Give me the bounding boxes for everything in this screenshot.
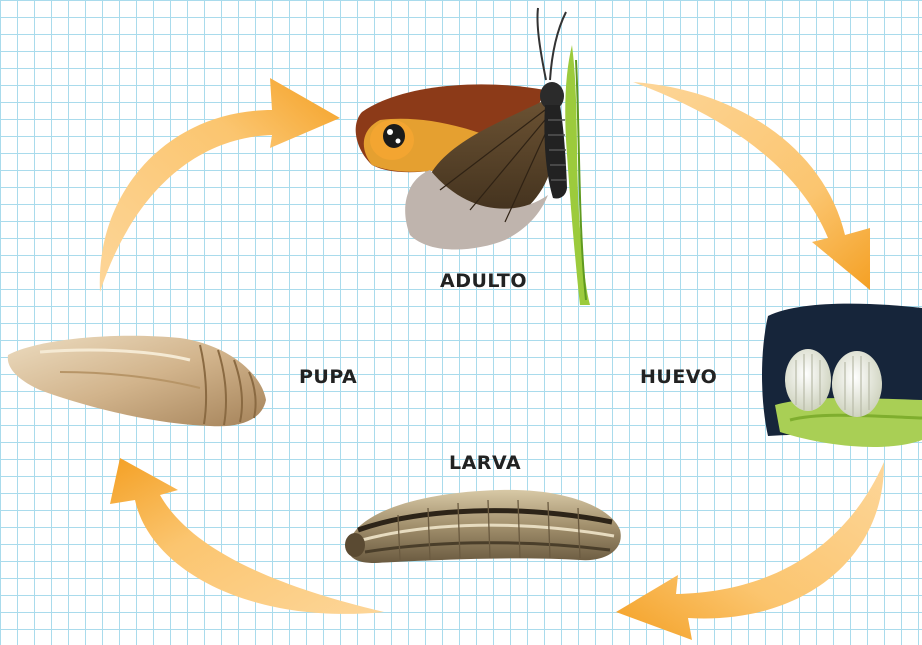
eggs-illustration bbox=[762, 304, 922, 447]
label-pupa: PUPA bbox=[299, 366, 357, 388]
chrysalis-illustration bbox=[8, 336, 266, 427]
label-adulto: ADULTO bbox=[440, 270, 527, 292]
cycle-arrow-pupa-to-adult bbox=[100, 78, 340, 292]
label-larva: LARVA bbox=[449, 452, 521, 474]
cycle-arrow-larva-to-pupa bbox=[110, 458, 384, 614]
butterfly-illustration bbox=[356, 8, 590, 305]
caterpillar-illustration bbox=[345, 490, 621, 563]
cycle-arrow-egg-to-larva bbox=[616, 462, 884, 640]
cycle-arrow-adult-to-egg bbox=[633, 82, 870, 290]
label-huevo: HUEVO bbox=[640, 366, 717, 388]
